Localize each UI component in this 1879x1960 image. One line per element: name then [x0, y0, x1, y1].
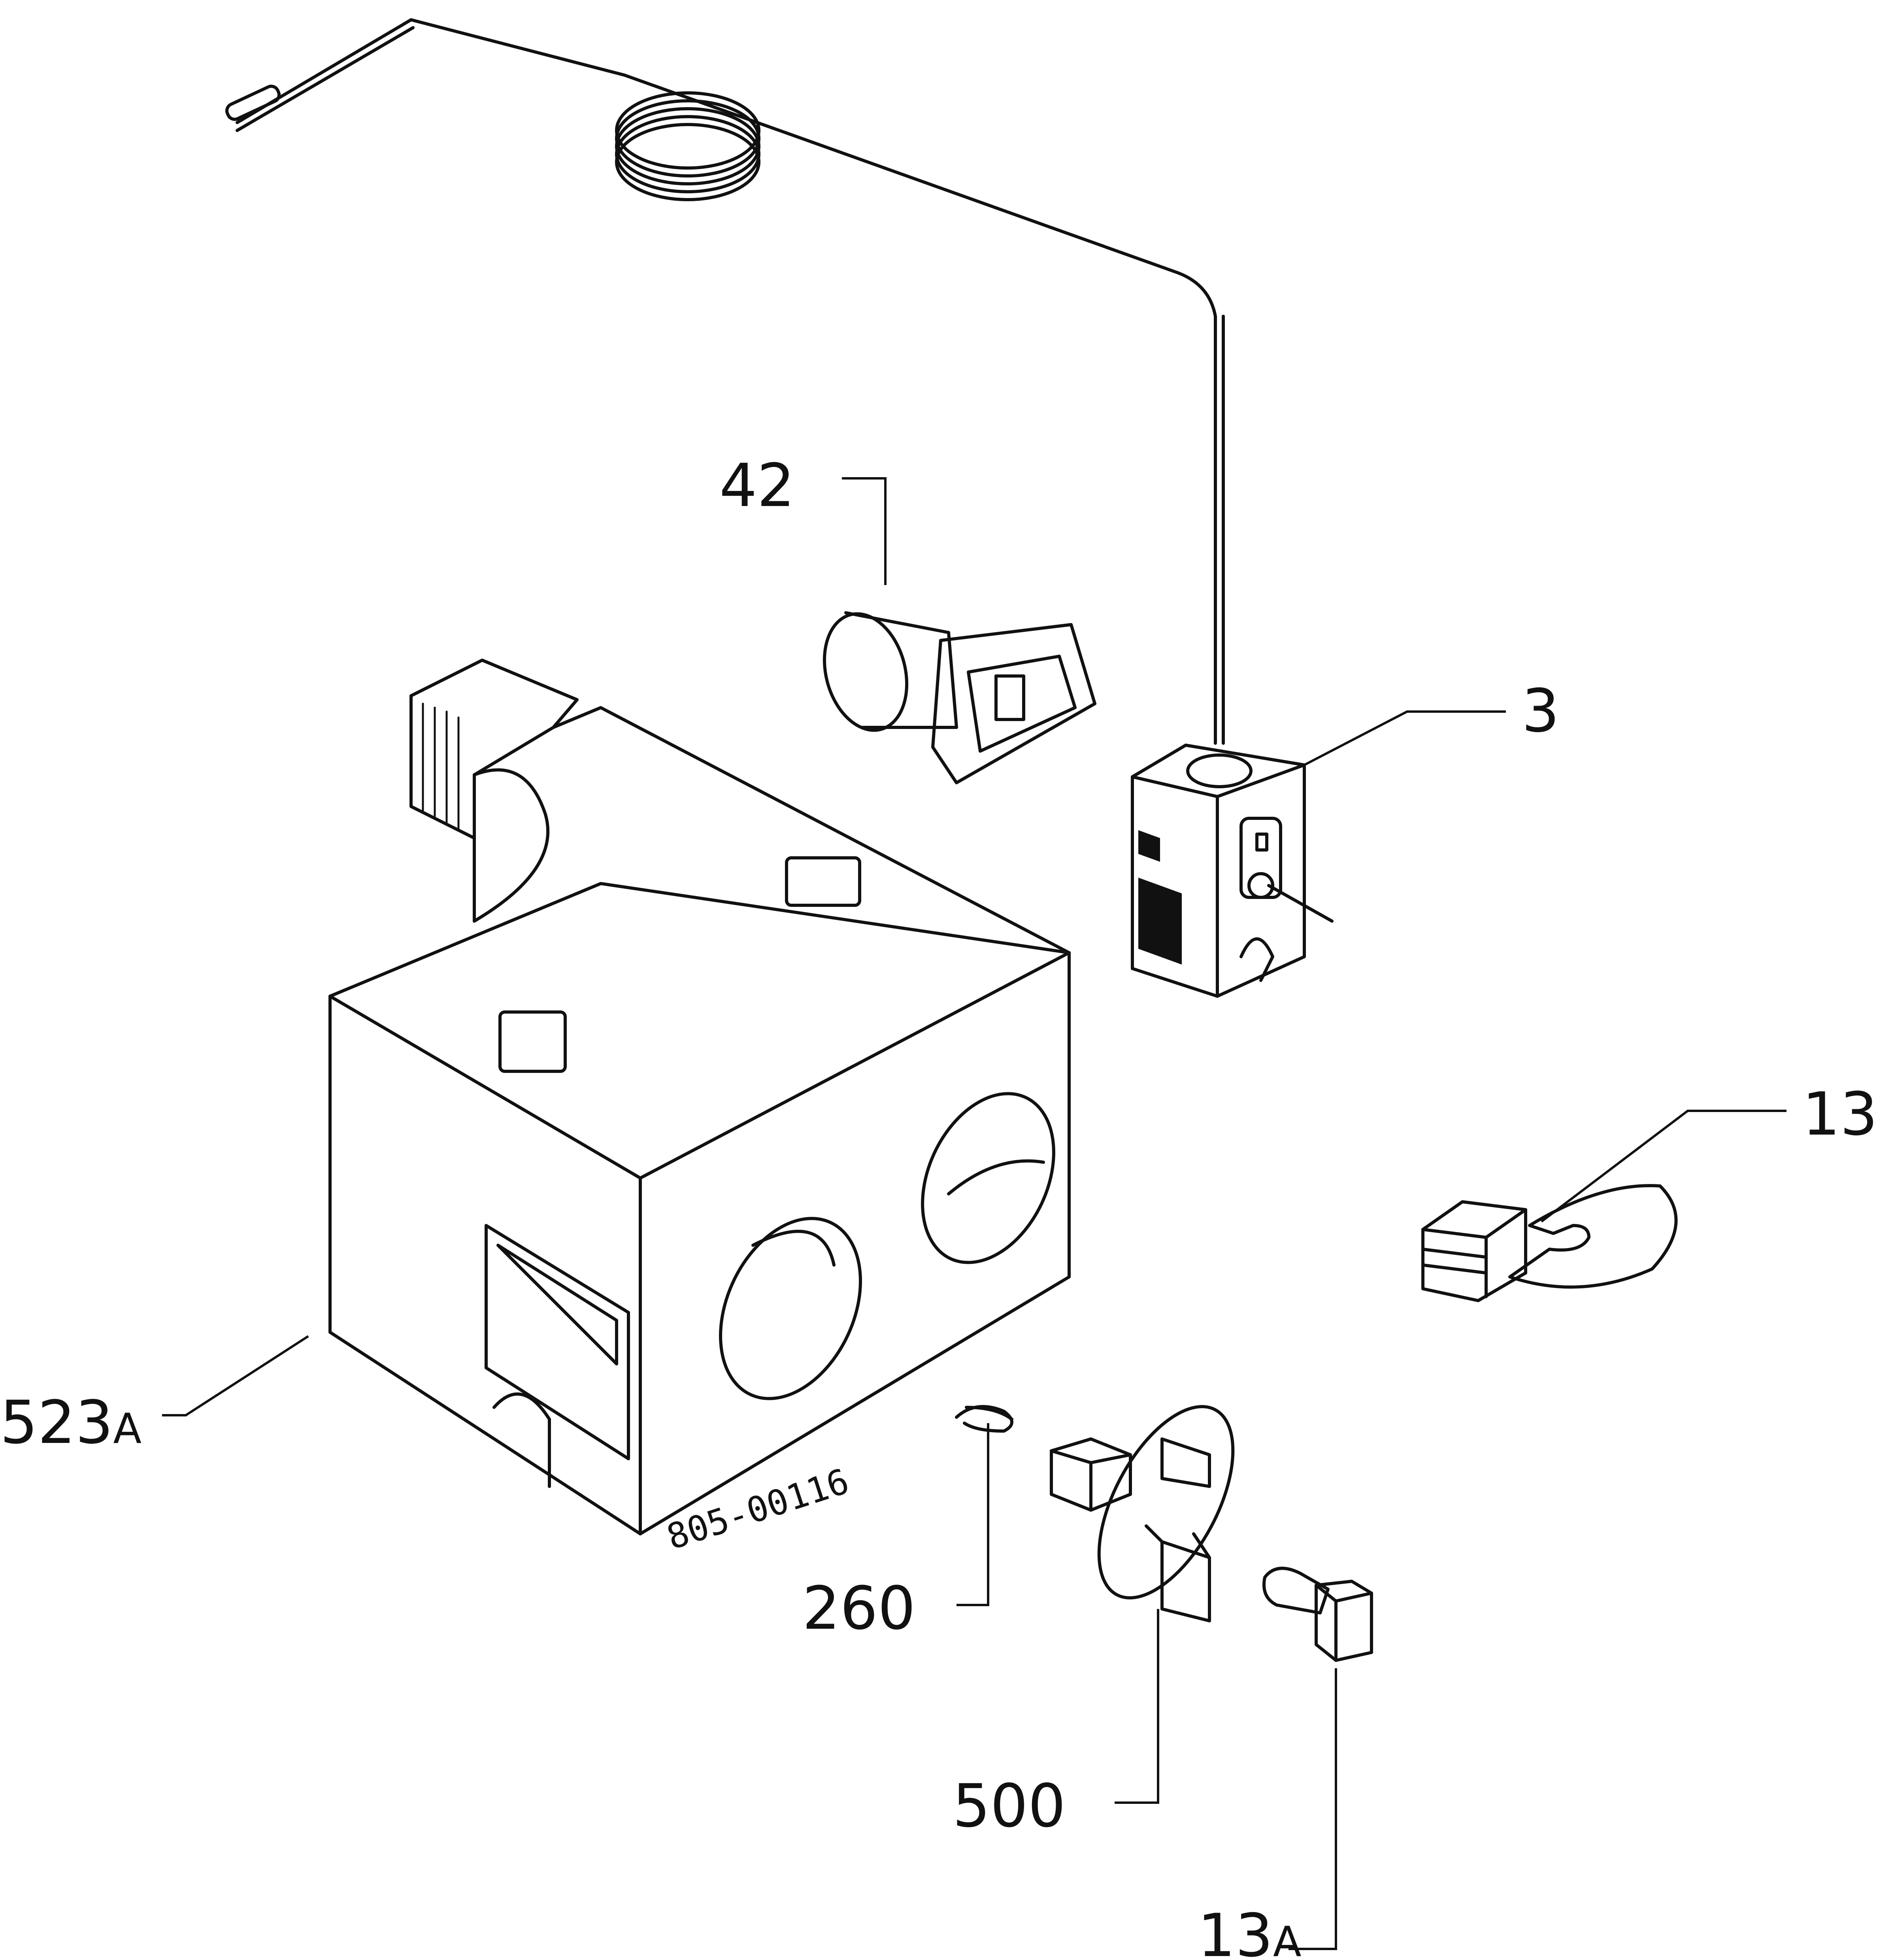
callout-523a-number: 523 — [0, 1388, 113, 1457]
callout-13: 13 — [1802, 1080, 1878, 1149]
callout-13a-suffix: A — [1273, 1918, 1302, 1960]
callout-260: 260 — [802, 1574, 915, 1643]
callout-13a-number: 13 — [1198, 1901, 1273, 1960]
callout-523a-suffix: A — [113, 1405, 141, 1453]
knob-part-13 — [1421, 1184, 1678, 1302]
capillary-tube — [225, 18, 1225, 745]
bezel-part-500 — [1050, 1405, 1235, 1622]
lamp-holder-part-42 — [823, 611, 1096, 784]
callout-42: 42 — [719, 451, 795, 520]
drawing-code: 805-00116 — [662, 1461, 854, 1558]
thermostat-part-3 — [1131, 744, 1334, 998]
knob-part-13a — [1262, 1567, 1373, 1662]
callout-523a: 523A — [0, 1388, 141, 1457]
callout-500: 500 — [953, 1772, 1066, 1841]
housing-part-523a — [328, 659, 1071, 1535]
callout-3: 3 — [1522, 677, 1559, 746]
spring-clip-part-260 — [955, 1405, 1013, 1433]
leader-lines — [162, 477, 1787, 1950]
callout-13a: 13A — [1198, 1901, 1302, 1960]
